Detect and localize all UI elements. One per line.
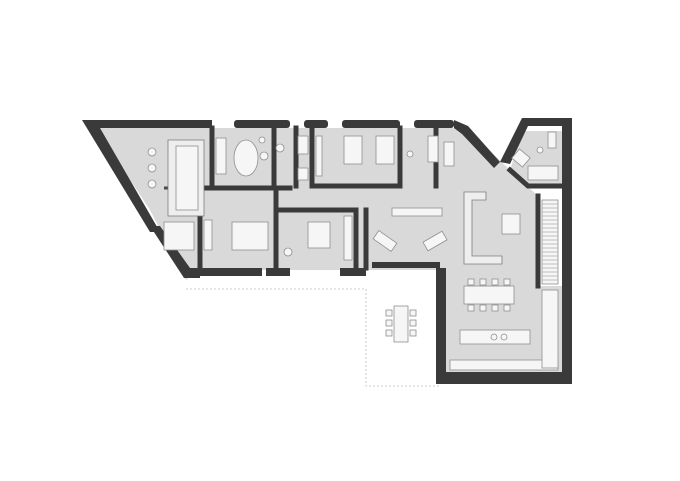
chair [479, 304, 487, 312]
chair [503, 304, 511, 312]
bathtub [233, 139, 259, 177]
chair [385, 309, 393, 317]
chair [503, 278, 511, 286]
furniture [147, 131, 559, 371]
bed [343, 135, 363, 165]
chair [385, 319, 393, 327]
sink [147, 179, 157, 189]
exterior-walls [82, 118, 572, 384]
stairs [541, 199, 559, 285]
chair [467, 304, 475, 312]
sink [147, 147, 157, 157]
chair [409, 309, 417, 317]
chair [491, 278, 499, 286]
bed [375, 135, 395, 165]
chair [467, 278, 475, 286]
lounge-chair [422, 230, 448, 252]
sofa [463, 191, 503, 265]
chair [385, 329, 393, 337]
single-bed [307, 221, 331, 249]
sink [147, 163, 157, 173]
lounge-chair [372, 230, 398, 252]
terrace [186, 288, 440, 387]
chair [409, 319, 417, 327]
chair [409, 329, 417, 337]
chair [479, 278, 487, 286]
dining-table [463, 285, 515, 305]
outdoor-table [393, 305, 409, 343]
bench [391, 207, 443, 217]
coffee-table [501, 213, 521, 235]
double-bed [231, 221, 269, 251]
chair [491, 304, 499, 312]
